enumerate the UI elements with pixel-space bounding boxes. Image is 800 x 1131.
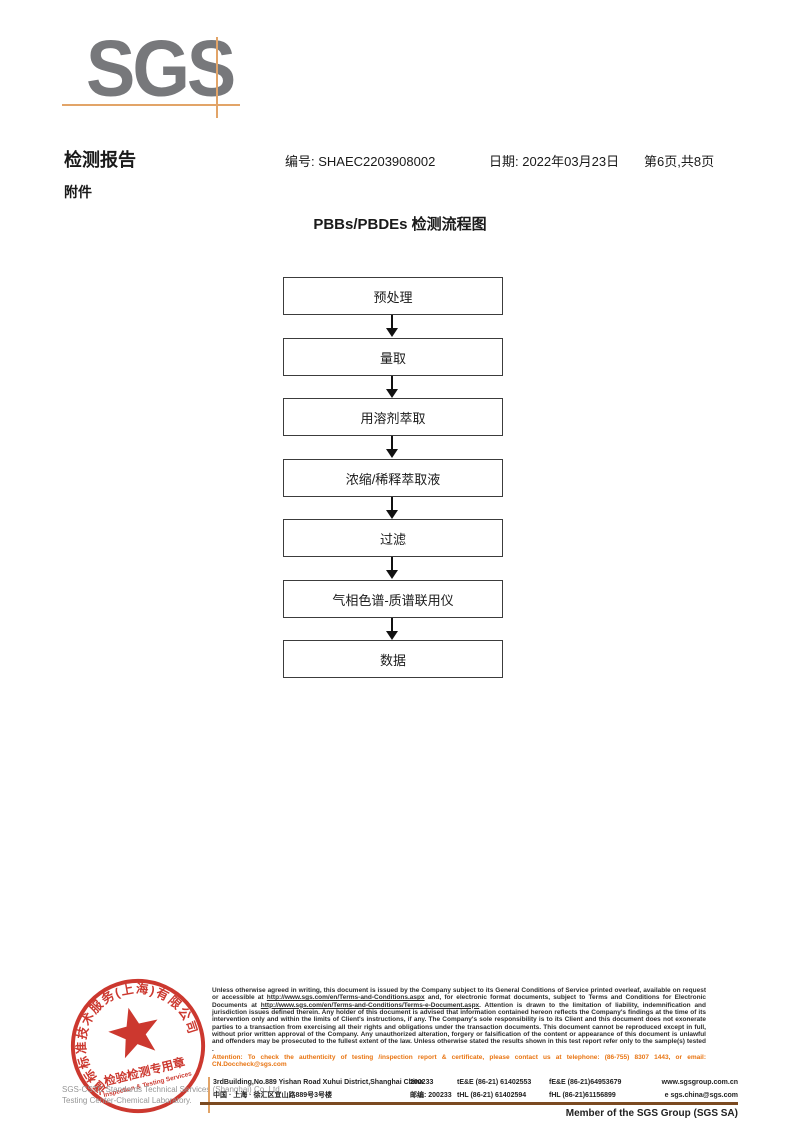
flow-step-solvent-extraction: 用溶剂萃取 [283, 398, 503, 436]
address-divider-line [208, 1077, 210, 1113]
terms-link[interactable]: http://www.sgs.com/en/Terms-and-Conditio… [266, 994, 425, 1002]
flow-step-filter: 过滤 [283, 519, 503, 557]
arrow-down-icon [386, 618, 398, 640]
address-row-cn: 中国 · 上海 · 徐汇区宜山路889号3号楼 邮编: 200233 tHL (… [213, 1090, 738, 1101]
fax-1: fE&E (86-21)64953679 [549, 1079, 622, 1086]
attachment-label: 附件 [64, 184, 92, 200]
street-address-cn: 中国 · 上海 · 徐汇区宜山路889号3号楼 [213, 1092, 333, 1099]
report-number: 编号: SHAEC2203908002 [285, 154, 436, 169]
company-name: SGS-CSTC Standards Technical Services (S… [62, 1085, 282, 1094]
address-row-en: 3rdBuilding,No.889 Yishan Road Xuhui Dis… [213, 1079, 738, 1090]
street-address-en: 3rdBuilding,No.889 Yishan Road Xuhui Dis… [213, 1079, 424, 1086]
legal-text-3: . Attention is drawn to the limitation o… [212, 1001, 706, 1053]
arrow-down-icon [386, 315, 398, 337]
postal-code-en: 200233 [410, 1079, 434, 1086]
website-link[interactable]: www.sgsgroup.com.cn [661, 1079, 738, 1086]
sgs-logo: SGS [86, 23, 236, 113]
inspection-stamp: 通标标准技术服务(上海)有限公司 检验检测专用章 Inspection & Te… [60, 967, 210, 1114]
attention-notice: Attention: To check the authenticity of … [212, 1054, 706, 1069]
terms-e-document-link[interactable]: http://www.sgs.com/en/Terms-and-Conditio… [260, 1001, 480, 1009]
footer-rule-line [200, 1102, 738, 1105]
arrow-down-icon [386, 436, 398, 458]
address-block: 3rdBuilding,No.889 Yishan Road Xuhui Dis… [213, 1079, 738, 1101]
logo-horizontal-line [62, 104, 240, 106]
email-link[interactable]: e sgs.china@sgs.com [664, 1092, 738, 1099]
legal-disclaimer: Unless otherwise agreed in writing, this… [212, 987, 706, 1069]
telephone-1: tE&E (86-21) 61402553 [457, 1079, 532, 1086]
arrow-down-icon [386, 376, 398, 398]
report-date: 日期: 2022年03月23日 [489, 154, 620, 169]
flowchart-title: PBBs/PBDEs 检测流程图 [313, 216, 487, 233]
legal-text-1: Unless otherwise agreed in writing, this… [212, 987, 706, 1002]
legal-text-2: and, for electronic format documents, su… [212, 994, 706, 1009]
flow-step-gcms: 气相色谱-质谱联用仪 [283, 580, 503, 618]
fax-2: fHL (86-21)61156899 [549, 1092, 616, 1099]
attention-text: Attention: To check the authenticity of … [212, 1054, 706, 1062]
stamp-star-icon [108, 1007, 158, 1059]
stamp-ring [70, 978, 206, 1114]
report-title: 检测报告 [64, 150, 136, 170]
logo-vertical-line [216, 37, 218, 118]
postal-code-cn: 邮编: 200233 [410, 1092, 452, 1099]
flow-step-pretreatment: 预处理 [283, 277, 503, 315]
telephone-2: tHL (86-21) 61402594 [457, 1092, 527, 1099]
flow-step-measure: 量取 [283, 338, 503, 376]
arrow-down-icon [386, 557, 398, 579]
page-indicator: 第6页,共8页 [644, 154, 715, 169]
sgs-membership-note: Member of the SGS Group (SGS SA) [565, 1108, 738, 1119]
doccheck-email-link[interactable]: CN.Doccheck@sgs.com [212, 1061, 287, 1069]
flow-step-data: 数据 [283, 640, 503, 678]
arrow-down-icon [386, 497, 398, 519]
flow-step-concentrate-dilute: 浓缩/稀释萃取液 [283, 459, 503, 497]
company-lab: Testing Center-Chemical Laboratory. [62, 1096, 192, 1105]
